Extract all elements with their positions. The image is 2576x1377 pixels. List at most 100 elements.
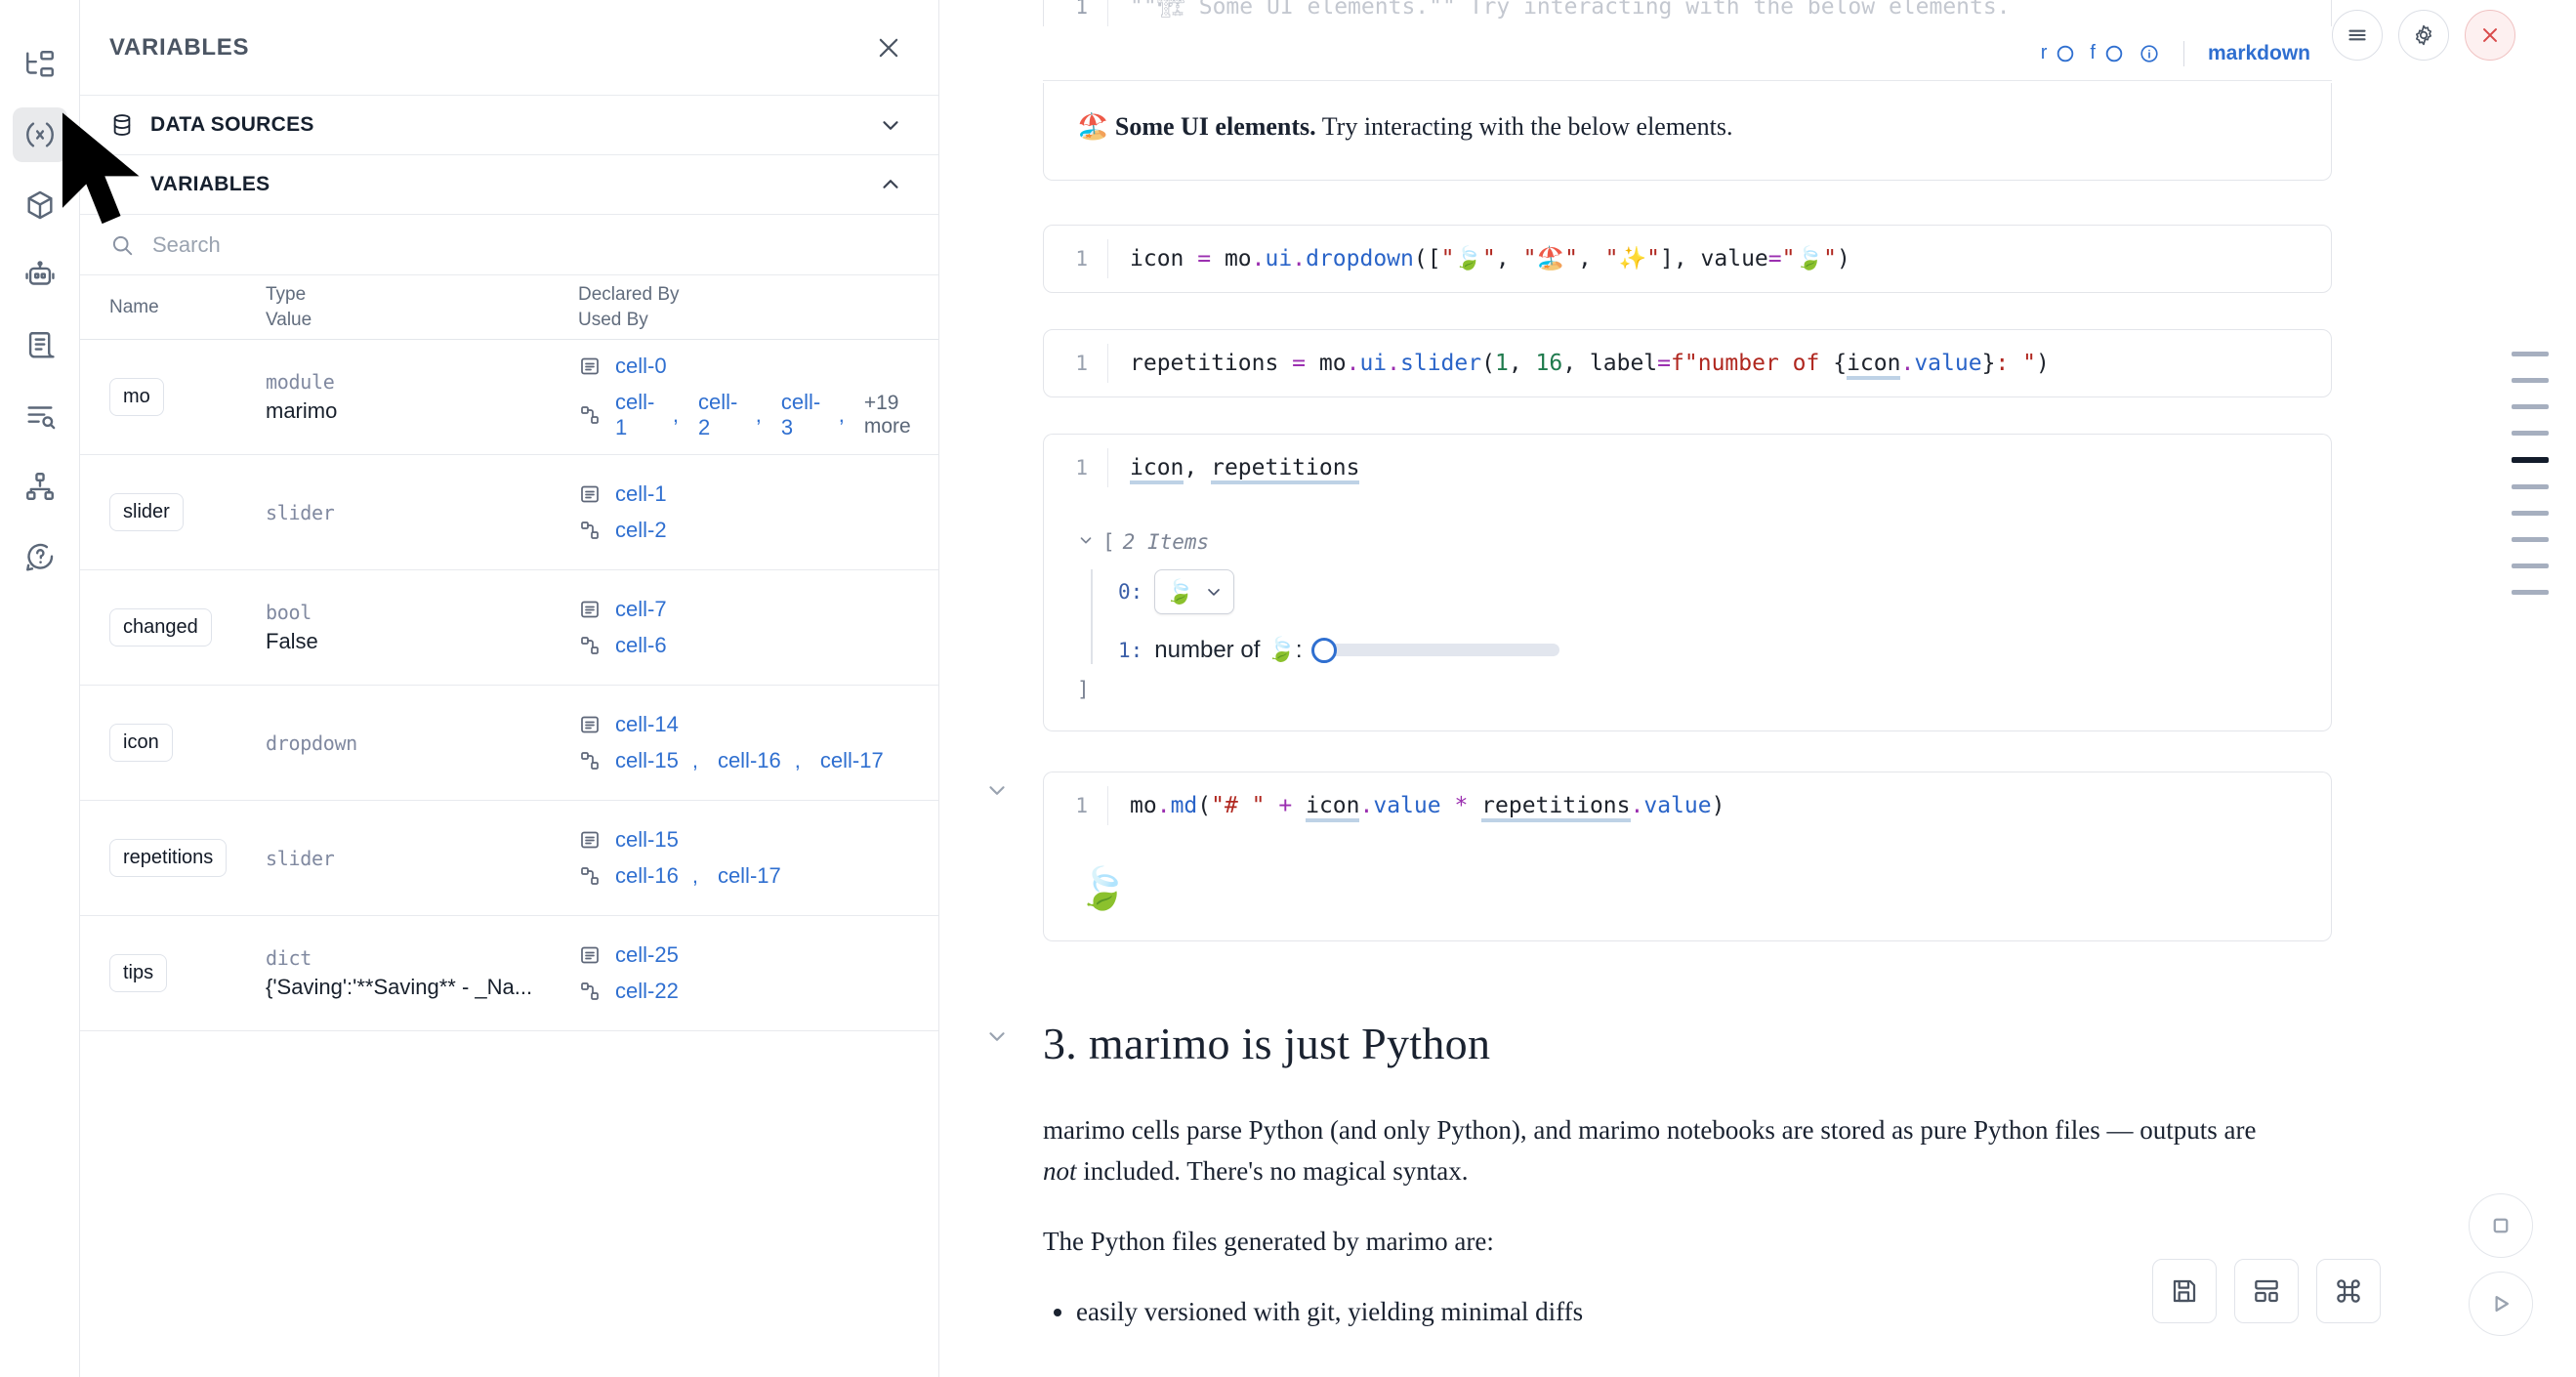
sidebar-item-ai-assistant[interactable] [13,248,67,303]
variable-type-value-cell: slider [266,847,578,870]
layout-button[interactable] [2234,1259,2299,1323]
cell-fold-toggle[interactable] [984,777,1010,803]
cell-md-editor[interactable]: 1 mo.md("# " + icon.value * repetitions.… [1043,772,2332,839]
cell-link[interactable]: cell-1 [615,481,667,506]
stop-button[interactable] [2469,1193,2533,1258]
sidebar-item-help[interactable] [13,529,67,584]
declared-by-line: cell-0 [578,354,938,379]
minimap-mark[interactable] [2512,537,2549,542]
minimap-mark[interactable] [2512,352,2549,356]
chevron-down-icon [1077,530,1095,554]
circle-icon [2103,43,2125,64]
table-row[interactable]: repetitions slider cell-15 cell-16,cell-17 [80,801,938,916]
dropdown-widget[interactable]: 🍃 [1154,569,1235,614]
minimap-mark[interactable] [2512,590,2549,595]
variable-name-cell: repetitions [109,839,266,877]
sidebar-item-scratchpad[interactable] [13,318,67,373]
cell-link[interactable]: cell-3 [780,390,821,439]
variable-type: module [266,370,335,394]
slider-handle[interactable] [1310,637,1337,663]
cell-link[interactable]: cell-25 [615,942,679,967]
layout-grid-icon [2251,1275,2282,1307]
cell-link[interactable]: cell-22 [615,979,679,1003]
used-by-line: cell-2 [578,518,938,543]
tree-items: 0: 🍃 1: number of 🍃: [1091,569,2298,664]
separator: , [794,748,801,772]
minimap-mark[interactable] [2512,404,2549,409]
minimap-mark[interactable] [2512,431,2549,436]
cell-display-editor[interactable]: 1 icon, repetitions [1043,434,2332,501]
variable-name-chip[interactable]: slider [109,493,184,531]
r-label: r [2040,42,2048,63]
cell-link[interactable]: cell-15 [615,827,679,852]
save-button[interactable] [2152,1259,2217,1323]
cell-link[interactable]: cell-0 [615,354,667,378]
cell-link[interactable]: cell-17 [819,748,884,772]
variable-name-chip[interactable]: mo [109,378,164,416]
left-icon-rail [0,0,80,1377]
tree-item-0: 0: 🍃 [1118,569,2298,614]
used-by-line: cell-16,cell-17 [578,863,938,889]
search-input[interactable] [152,231,909,258]
cell-link[interactable]: cell-7 [615,597,667,621]
separator: , [672,402,679,427]
run-button[interactable] [2469,1272,2533,1336]
cell-link[interactable]: cell-6 [615,633,667,657]
tree-header[interactable]: [ 2 Items [1077,530,2298,554]
cell-link[interactable]: cell-2 [697,390,738,439]
toolbar-f-indicator[interactable]: f [2090,42,2125,64]
used-by-more-label[interactable]: +19 more [863,392,911,438]
prose-fold-toggle[interactable] [984,1023,1010,1049]
cell-link[interactable]: cell-2 [615,518,667,542]
section-data-sources[interactable]: DATA SOURCES [80,96,938,155]
toolbar-r-indicator[interactable]: r [2041,42,2077,64]
minimap-mark[interactable] [2512,457,2549,463]
variable-name-chip[interactable]: repetitions [109,839,228,877]
section-variables[interactable]: VARIABLES [80,155,938,215]
panel-close-button[interactable] [874,33,903,63]
cell-link[interactable]: cell-1 [615,390,655,439]
minimap-mark[interactable] [2512,511,2549,516]
cell-link[interactable]: cell-16 [717,748,781,772]
cell-link[interactable]: cell-15 [615,748,679,772]
cell-used-icon [578,519,602,542]
cell-menu-button[interactable] [2332,10,2383,61]
variable-name-chip[interactable]: tips [109,954,168,992]
prose-paragraph-2: The Python files generated by marimo are… [1043,1226,1494,1256]
code-editor-top[interactable]: 1 ""🏗 Some UI elements."" Try interactin… [1043,0,2332,26]
sidebar-item-variables[interactable] [12,107,67,162]
variable-value: {'Saving':'**Saving** - _Na... [266,975,533,999]
variable-name-chip[interactable]: changed [109,608,212,647]
cell-delete-button[interactable] [2465,10,2515,61]
cell-link[interactable]: cell-14 [615,712,679,736]
sidebar-item-packages[interactable] [13,178,67,232]
save-disk-icon [2169,1275,2200,1307]
minimap-mark[interactable] [2512,378,2549,383]
cell-language-label[interactable]: markdown [2207,41,2310,64]
sidebar-item-file-explorer[interactable] [13,37,67,92]
panel-title: VARIABLES [109,33,250,61]
variable-name-chip[interactable]: icon [109,724,173,762]
package-cube-icon [23,188,57,222]
notebook-minimap[interactable] [2512,352,2549,595]
cell-settings-button[interactable] [2398,10,2449,61]
info-icon[interactable] [2139,43,2160,64]
tree-item-1: 1: number of 🍃: [1118,636,2298,664]
minimap-mark[interactable] [2512,563,2549,568]
cell-link[interactable]: cell-16 [615,863,679,888]
minimap-mark[interactable] [2512,484,2549,489]
command-palette-button[interactable] [2316,1259,2381,1323]
chevron-down-icon [878,112,903,138]
slider-widget[interactable] [1310,637,1559,663]
sidebar-item-logs[interactable] [13,389,67,443]
cell-dropdown-editor[interactable]: 1 icon = mo.ui.dropdown(["🍃", "🏖️", "✨"]… [1043,225,2332,293]
cell-slider-editor[interactable]: 1 repetitions = mo.ui.slider(1, 16, labe… [1043,329,2332,397]
sidebar-item-dependency-graph[interactable] [13,459,67,514]
cell-link[interactable]: cell-17 [717,863,781,888]
tree-output: [ 2 Items 0: 🍃 1: num [1077,530,2298,701]
